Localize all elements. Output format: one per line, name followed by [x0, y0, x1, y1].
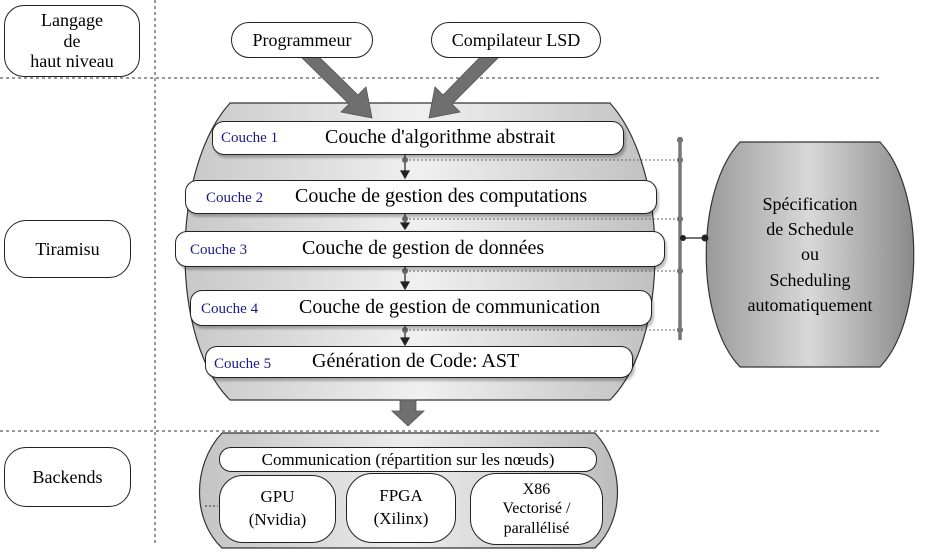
- fpga-line-1: FPGA: [379, 486, 423, 506]
- backend-arrow: [390, 399, 426, 427]
- x86-line-2: Vectorisé /: [502, 500, 571, 518]
- fpga-box: FPGA (Xilinx): [346, 473, 456, 543]
- layer-3: Couche 3 Couche de gestion de données: [175, 231, 665, 267]
- level-backends: Backends: [4, 447, 131, 507]
- high-level-line-3: haut niveau: [30, 51, 114, 72]
- layer-3-title: Couche de gestion de données: [302, 237, 545, 259]
- schedule-line-2: de Schedule: [766, 219, 854, 240]
- x86-box: X86 Vectorisé / parallélisé: [470, 473, 603, 545]
- x86-line-3: parallélisé: [503, 519, 570, 537]
- schedule-container: [705, 141, 915, 368]
- layer-2-tag: Couche 2: [206, 190, 264, 206]
- fpga-line-2: (Xilinx): [373, 509, 429, 528]
- programmer-label: Programmeur: [252, 29, 352, 50]
- gpu-box: GPU (Nvidia): [219, 475, 336, 543]
- communication-label: Communication (répartition sur les nœuds…: [261, 449, 555, 469]
- backends-label: Backends: [32, 466, 103, 487]
- compiler-arrow: [428, 47, 499, 119]
- level-high-level: Langage de haut niveau: [4, 5, 140, 77]
- schedule-line-3: ou: [801, 244, 819, 265]
- gpu-line-1: GPU: [260, 487, 295, 507]
- layer-2-title: Couche de gestion des computations: [295, 185, 588, 207]
- layer-5-tag: Couche 5: [214, 356, 272, 372]
- layer-5-title: Génération de Code: AST: [312, 350, 520, 372]
- programmer-arrow: [297, 47, 373, 119]
- layer-1-tag: Couche 1: [221, 130, 279, 146]
- gpu-line-2: (Nvidia): [248, 510, 307, 529]
- layer-5: Couche 5 Génération de Code: AST: [205, 346, 633, 378]
- layer-4-tag: Couche 4: [201, 301, 259, 317]
- schedule-line-4: Scheduling: [769, 269, 851, 290]
- tiramisu-label: Tiramisu: [35, 238, 100, 259]
- layer-2: Couche 2 Couche de gestion des computati…: [185, 180, 657, 214]
- layer-1: Couche 1 Couche d'algorithme abstrait: [212, 121, 624, 155]
- layer-3-tag: Couche 3: [190, 242, 248, 258]
- layer-4-title: Couche de gestion de communication: [299, 296, 601, 318]
- high-level-line-2: de: [63, 30, 81, 51]
- level-tiramisu: Tiramisu: [4, 220, 131, 278]
- schedule-line-5: automatiquement: [747, 294, 873, 315]
- communication-box: Communication (répartition sur les nœuds…: [219, 447, 597, 472]
- x86-line-1: X86: [522, 481, 551, 499]
- layer-4: Couche 4 Couche de gestion de communicat…: [190, 290, 652, 326]
- compiler-box: Compilateur LSD: [431, 22, 601, 58]
- programmer-box: Programmeur: [231, 22, 373, 58]
- schedule-taps: [405, 159, 680, 331]
- high-level-line-1: Langage: [41, 9, 103, 30]
- schedule-line-1: Spécification: [762, 194, 858, 215]
- compiler-label: Compilateur LSD: [451, 29, 581, 50]
- layer-1-title: Couche d'algorithme abstrait: [325, 126, 556, 148]
- schedule-text: Spécification de Schedule ou Scheduling …: [720, 160, 900, 350]
